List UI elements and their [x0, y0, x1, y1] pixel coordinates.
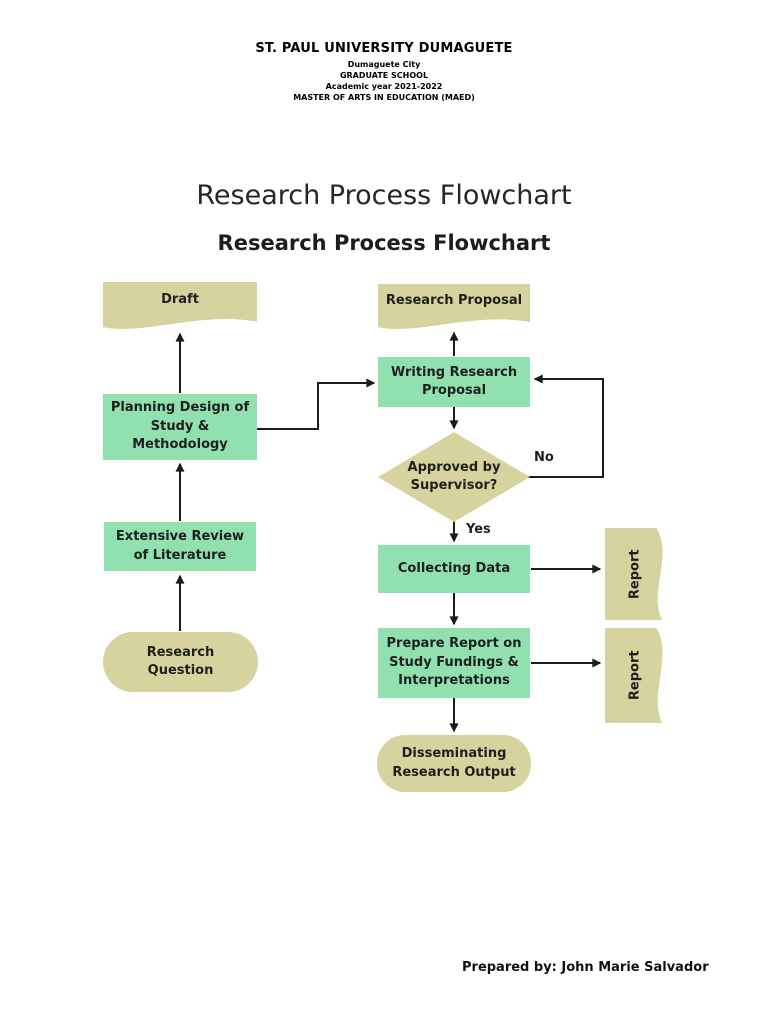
report-document-shape-2: Report: [605, 628, 667, 723]
edge-label-no: No: [534, 450, 554, 465]
extensive-line-1: Extensive Review: [115, 529, 245, 545]
disseminating-line-1: Disseminating: [401, 746, 507, 762]
prepare-line-1: Prepare Report on: [386, 636, 522, 652]
flowchart-title: Research Process Flowchart: [217, 231, 551, 255]
disseminating-output-terminator: Disseminating Research Output: [377, 735, 531, 792]
arrow-planning-to-writing: [257, 378, 376, 430]
report-label-2: Report: [627, 650, 643, 701]
planning-line-3: Methodology: [132, 437, 228, 453]
edge-label-yes: Yes: [466, 522, 491, 537]
university-name: ST. PAUL UNIVERSITY DUMAGUETE: [255, 41, 513, 56]
writing-line-1: Writing Research: [390, 364, 518, 380]
diamond-shape-icon: [378, 432, 530, 522]
planning-line-1: Planning Design of: [110, 400, 250, 416]
prepared-by: Prepared by: John Marie Salvador: [462, 960, 709, 975]
research-question-terminator: Research Question: [103, 632, 258, 692]
disseminating-line-2: Research Output: [392, 764, 516, 780]
prepare-report-box: Prepare Report on Study Fundings & Inter…: [378, 628, 530, 698]
collecting-label: Collecting Data: [397, 560, 511, 576]
letterhead-academic-year: Academic year 2021-2022: [325, 82, 443, 91]
draft-label: Draft: [161, 291, 199, 307]
research-proposal-document-shape: Research Proposal: [378, 284, 530, 330]
letterhead-city: Dumaguete City: [347, 60, 421, 69]
collecting-data-box: Collecting Data: [378, 545, 530, 593]
research-proposal-label: Research Proposal: [385, 292, 523, 308]
document-shape-icon: [605, 628, 663, 723]
report-document-shape-1: Report: [605, 528, 667, 620]
extensive-line-2: of Literature: [133, 547, 227, 563]
approval-line-2: Supervisor?: [410, 478, 498, 493]
writing-line-2: Proposal: [421, 383, 487, 398]
writing-research-proposal-box: Writing Research Proposal: [378, 357, 530, 407]
document-shape-icon: [378, 284, 530, 330]
question-line-1: Research: [146, 644, 215, 660]
document-shape-icon: [605, 528, 663, 620]
approval-decision-diamond: Approved by Supervisor?: [378, 432, 530, 522]
draft-document-shape: Draft: [103, 282, 257, 330]
letterhead-program: MASTER OF ARTS IN EDUCATION (MAED): [293, 93, 475, 102]
report-label-1: Report: [627, 549, 643, 599]
approval-line-1: Approved by: [407, 459, 501, 475]
prepare-line-3: Interpretations: [398, 673, 510, 689]
letterhead-school: GRADUATE SCHOOL: [339, 71, 429, 80]
letterhead: ST. PAUL UNIVERSITY DUMAGUETE Dumaguete …: [0, 41, 768, 103]
question-line-2: Question: [147, 663, 214, 678]
prepare-line-2: Study Fundings &: [389, 654, 519, 670]
planning-line-2: Study &: [150, 418, 210, 434]
document-shape-icon: [103, 282, 257, 329]
page-title: Research Process Flowchart: [196, 180, 572, 211]
planning-design-box: Planning Design of Study & Methodology: [103, 394, 257, 460]
extensive-review-box: Extensive Review of Literature: [104, 522, 256, 571]
